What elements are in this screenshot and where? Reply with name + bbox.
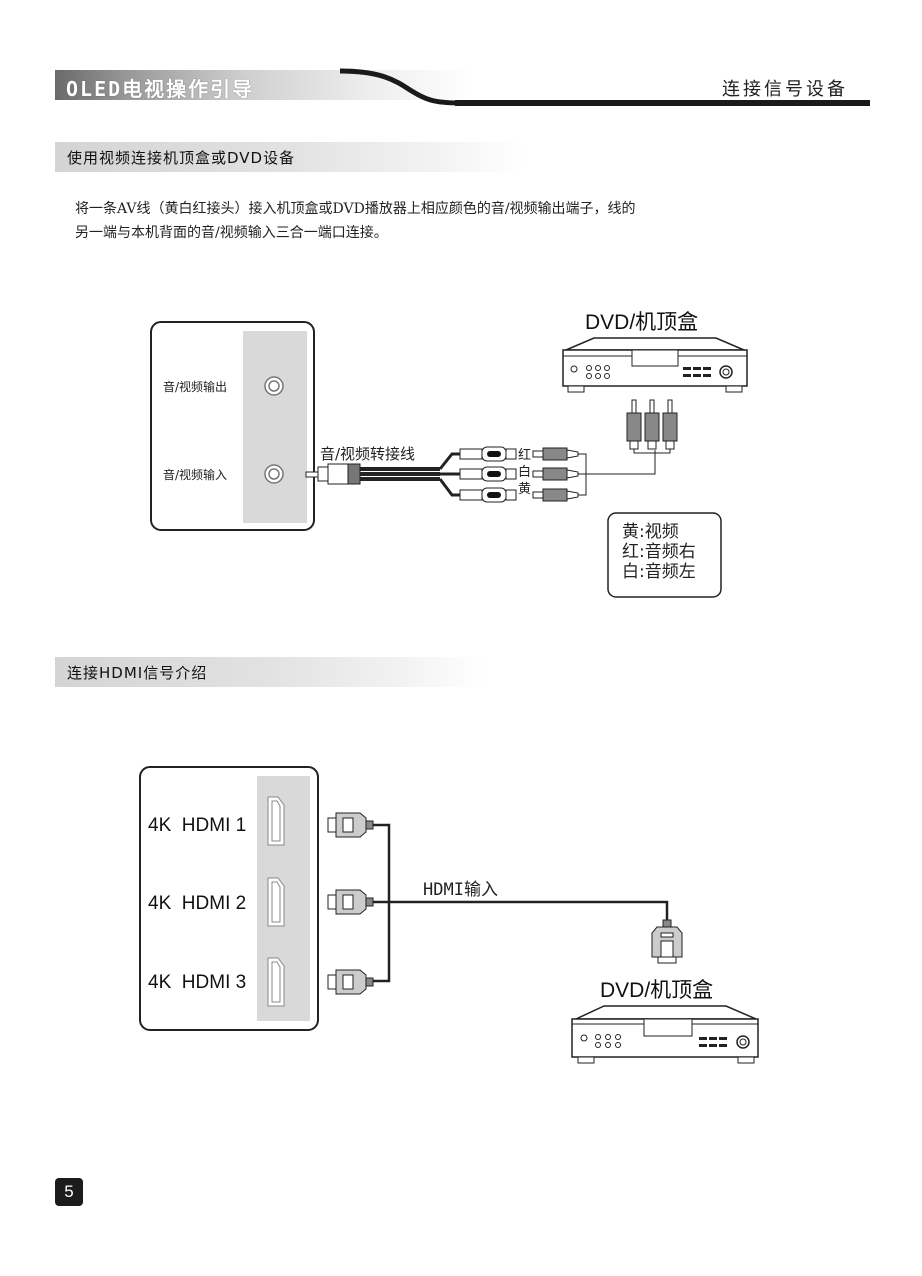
hdmi-port-2-label: 4K HDMI 2 bbox=[148, 893, 247, 914]
hdmi-plug-2-icon bbox=[327, 889, 374, 915]
legend-red: 红:音频右 bbox=[622, 542, 696, 562]
av-minijack-plug-icon bbox=[305, 463, 440, 485]
hdmi-plug-3-icon bbox=[327, 969, 374, 995]
legend-white: 白:音频左 bbox=[622, 562, 696, 582]
plug-color-white: 白 bbox=[518, 465, 532, 480]
page-number: 5 bbox=[55, 1178, 83, 1206]
plug-color-red: 红 bbox=[518, 448, 532, 463]
hdmi-device-label: DVD/机顶盒 bbox=[600, 979, 714, 1002]
plug-color-yellow: 黄 bbox=[518, 482, 532, 497]
hdmi-cable-label: HDMI输入 bbox=[423, 880, 498, 900]
av-cable-label: 音/视频转接线 bbox=[320, 445, 416, 463]
header-title: OLED电视操作引导 bbox=[66, 77, 255, 101]
instruction-line-1: 将一条AV线（黄白红接头）接入机顶盒或DVD播放器上相应颜色的音/视频输出端子，… bbox=[75, 201, 636, 217]
hdmi-cable bbox=[373, 823, 669, 983]
tv-port-strip bbox=[243, 331, 307, 523]
dvd-hdmi-plug-icon bbox=[651, 919, 683, 964]
dvd-player-icon bbox=[562, 337, 748, 393]
rca-plug-white-icon bbox=[459, 466, 517, 482]
av-device-label: DVD/机顶盒 bbox=[585, 311, 699, 334]
hdmi-port-3-icon bbox=[267, 957, 285, 1007]
rca-jack-row-icon bbox=[532, 447, 656, 502]
color-legend: 黄:视频 红:音频右 白:音频左 bbox=[622, 522, 696, 582]
legend-yellow: 黄:视频 bbox=[622, 522, 679, 542]
section-header-hdmi: 连接HDMI信号介绍 bbox=[55, 657, 485, 687]
color-legend-box bbox=[607, 512, 722, 598]
section-header-av: 使用视频连接机顶盒或DVD设备 bbox=[55, 142, 525, 172]
hdmi-port-3-label: 4K HDMI 3 bbox=[148, 972, 247, 993]
instruction-paragraph: 将一条AV线（黄白红接头）接入机顶盒或DVD播放器上相应颜色的音/视频输出端子，… bbox=[75, 197, 835, 245]
hdmi-port-2-icon bbox=[267, 877, 285, 927]
rca-plug-red-icon bbox=[459, 446, 517, 462]
section-heading-hdmi: 连接HDMI信号介绍 bbox=[67, 664, 208, 682]
hdmi-port-1-label: 4K HDMI 1 bbox=[148, 815, 247, 836]
instruction-line-2: 另一端与本机背面的音/视频输入三合一端口连接。 bbox=[75, 225, 388, 241]
rca-plug-yellow-icon bbox=[459, 487, 517, 503]
av-in-label: 音/视频输入 bbox=[163, 468, 228, 482]
section-heading-av: 使用视频连接机顶盒或DVD设备 bbox=[67, 149, 296, 167]
hdmi-port-1-icon bbox=[267, 796, 285, 846]
plug-color-labels: 红 白 黄 bbox=[518, 446, 531, 500]
dvd-player-hdmi-icon bbox=[571, 1005, 759, 1064]
av-in-jack-icon bbox=[264, 464, 284, 484]
dvd-rca-plugs-icon bbox=[626, 399, 678, 454]
av-out-label: 音/视频输出 bbox=[163, 380, 228, 394]
hdmi-plug-1-icon bbox=[327, 812, 374, 838]
av-out-jack-icon bbox=[264, 376, 284, 396]
